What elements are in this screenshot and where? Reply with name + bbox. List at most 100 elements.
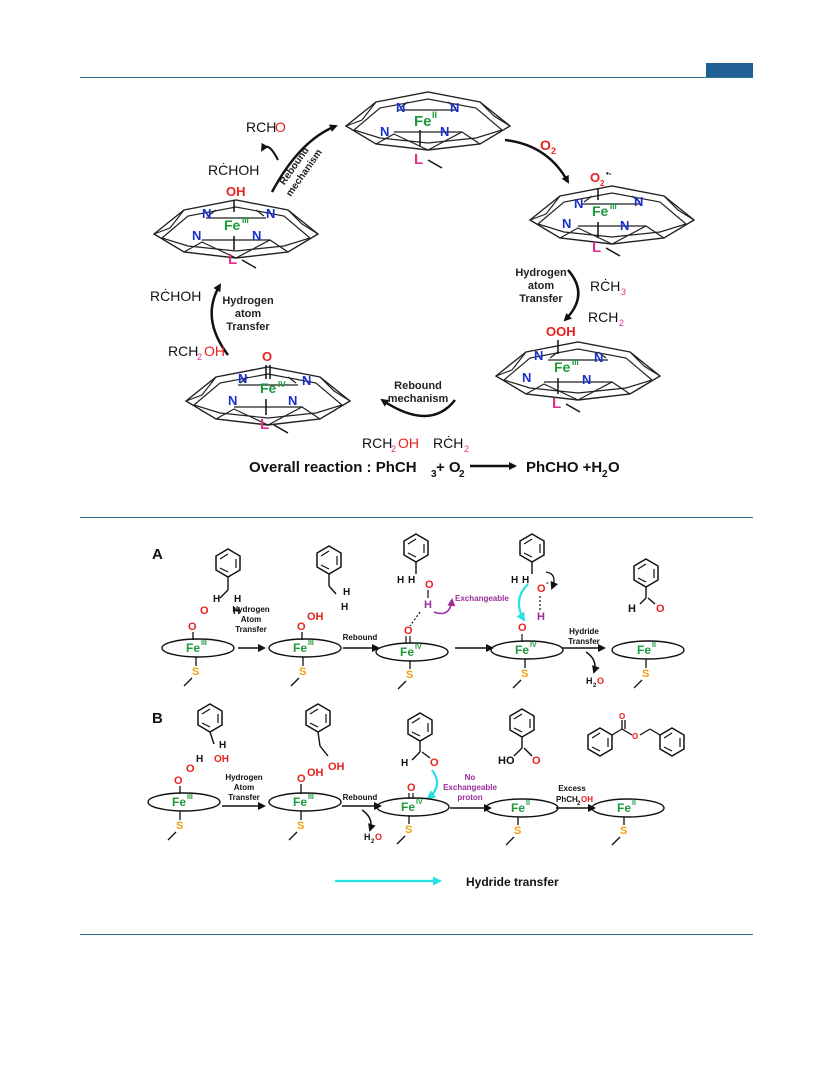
svg-text:N: N [192, 228, 201, 243]
svg-text:Excess: Excess [558, 784, 586, 793]
footer-rule [80, 934, 753, 935]
svg-text:OH: OH [226, 184, 246, 199]
svg-text:O: O [597, 676, 604, 686]
svg-text:O: O [608, 459, 620, 476]
svg-text:H: H [213, 594, 220, 605]
header-rule [80, 77, 753, 78]
panel-b-step4: HO O Fe II S [485, 708, 559, 846]
svg-text:2: 2 [577, 801, 581, 807]
svg-text:Fe: Fe [515, 643, 529, 657]
svg-text:O: O [537, 583, 546, 595]
svg-text:Atom: Atom [241, 615, 261, 624]
svg-text:III: III [308, 794, 314, 801]
svg-text:N: N [620, 218, 629, 233]
svg-text:O: O [632, 732, 638, 741]
svg-text:N: N [302, 373, 311, 388]
svg-text:O: O [518, 622, 527, 634]
svg-text:Fe: Fe [592, 203, 609, 219]
panel-b-step2: OH O OH Fe III S [268, 703, 345, 841]
svg-text:H: H [233, 606, 240, 617]
svg-text:OH: OH [204, 343, 225, 359]
svg-text:Hydride transfer: Hydride transfer [466, 875, 559, 889]
svg-text:Transfer: Transfer [568, 637, 600, 646]
svg-text:Fe: Fe [293, 795, 307, 809]
panel-b-step1: H H OH O O Fe III S [147, 703, 229, 841]
rcho-label: RCH O [246, 119, 286, 135]
benzyl-benzoate-structure: O O [587, 712, 685, 757]
svg-text:OH: OH [307, 767, 324, 779]
svg-text:Hydrogen: Hydrogen [222, 295, 274, 307]
rch2-bottom-label: RĊH 2 [433, 434, 469, 454]
svg-text:III: III [201, 640, 207, 647]
svg-text:N: N [562, 216, 571, 231]
rch2oh-left-label: RCH 2 OH [168, 343, 225, 362]
svg-text:N: N [450, 100, 459, 115]
svg-text:Overall reaction : PhCH: Overall reaction : PhCH [249, 459, 417, 476]
svg-text:N: N [634, 194, 643, 209]
svg-text:proton: proton [457, 793, 482, 802]
hat-right-label: Hydrogen atom Transfer [515, 267, 567, 305]
svg-text:O: O [532, 755, 541, 767]
svg-text:2: 2 [593, 683, 597, 689]
svg-text:S: S [642, 668, 649, 680]
svg-text:O: O [297, 621, 306, 633]
svg-text:•-: •- [606, 169, 612, 178]
svg-text:2: 2 [391, 444, 396, 454]
svg-text:N: N [396, 100, 405, 115]
svg-text:H: H [364, 832, 371, 842]
panel-a-hydride-label: Hydride Transfer [568, 627, 600, 646]
svg-text:Fe: Fe [224, 217, 241, 233]
svg-text:IV: IV [278, 380, 286, 389]
svg-text:HO: HO [498, 755, 515, 767]
svg-text:H: H [196, 754, 203, 765]
svg-text:H: H [341, 602, 348, 613]
svg-text:+ O: + O [436, 459, 461, 476]
hat-left-label: Hydrogen atom Transfer [222, 295, 274, 333]
svg-text:O: O [262, 349, 272, 364]
svg-text:RĊH: RĊH [590, 277, 620, 294]
rch2oh-bottom-label: RCH 2 OH [362, 435, 419, 454]
o2-reagent-label: O 2 [540, 137, 556, 156]
panel-a-step1: H H H O O Fe III S [161, 548, 241, 687]
svg-text:N: N [266, 206, 275, 221]
svg-text:OH: OH [307, 611, 324, 623]
svg-text:3: 3 [621, 287, 626, 297]
panel-b-step5: Fe II S [591, 798, 665, 846]
svg-text:H: H [343, 587, 350, 598]
svg-text:N: N [380, 124, 389, 139]
svg-text:Hydrogen: Hydrogen [225, 773, 262, 782]
excess-alcohol-label: Excess PhCH 2 OH [556, 784, 593, 807]
svg-text:N: N [252, 228, 261, 243]
svg-text:O: O [404, 625, 413, 637]
svg-text:Fe: Fe [511, 801, 525, 815]
panel-b-rebound-label: Rebound [343, 793, 378, 802]
svg-text:II: II [632, 800, 636, 807]
panel-a-label: A [152, 546, 163, 563]
svg-text:S: S [521, 668, 528, 680]
svg-text:H: H [586, 676, 593, 686]
svg-text:S: S [514, 825, 521, 837]
svg-text:II: II [526, 800, 530, 807]
svg-text:H: H [628, 603, 636, 615]
panel-a-step5: H O Fe II S [611, 558, 685, 689]
svg-text:3: 3 [431, 469, 437, 480]
panel-b-label: B [152, 710, 163, 727]
svg-text:Hydrogen: Hydrogen [232, 605, 269, 614]
svg-text:No: No [465, 773, 476, 782]
svg-text:Fe: Fe [637, 643, 651, 657]
svg-text:N: N [288, 393, 297, 408]
svg-text:O: O [425, 579, 434, 591]
svg-text:N: N [574, 196, 583, 211]
rebound-bottom-label: Rebound mechanism [388, 380, 449, 405]
panel-a-hat-label: Hydrogen Atom Transfer [232, 605, 269, 634]
svg-text:OH: OH [328, 761, 345, 773]
svg-text:RCH: RCH [168, 343, 198, 359]
rebound-top-label: Rebound mechanism [278, 145, 325, 198]
svg-text:N: N [522, 370, 531, 385]
panel-b-step3: H O O Fe IV S [376, 712, 450, 845]
svg-text:N: N [534, 348, 543, 363]
svg-text:2: 2 [619, 318, 624, 328]
section-divider-rule [80, 517, 753, 518]
rch3-label: RĊH 3 [590, 277, 626, 297]
svg-text:O: O [656, 603, 665, 615]
